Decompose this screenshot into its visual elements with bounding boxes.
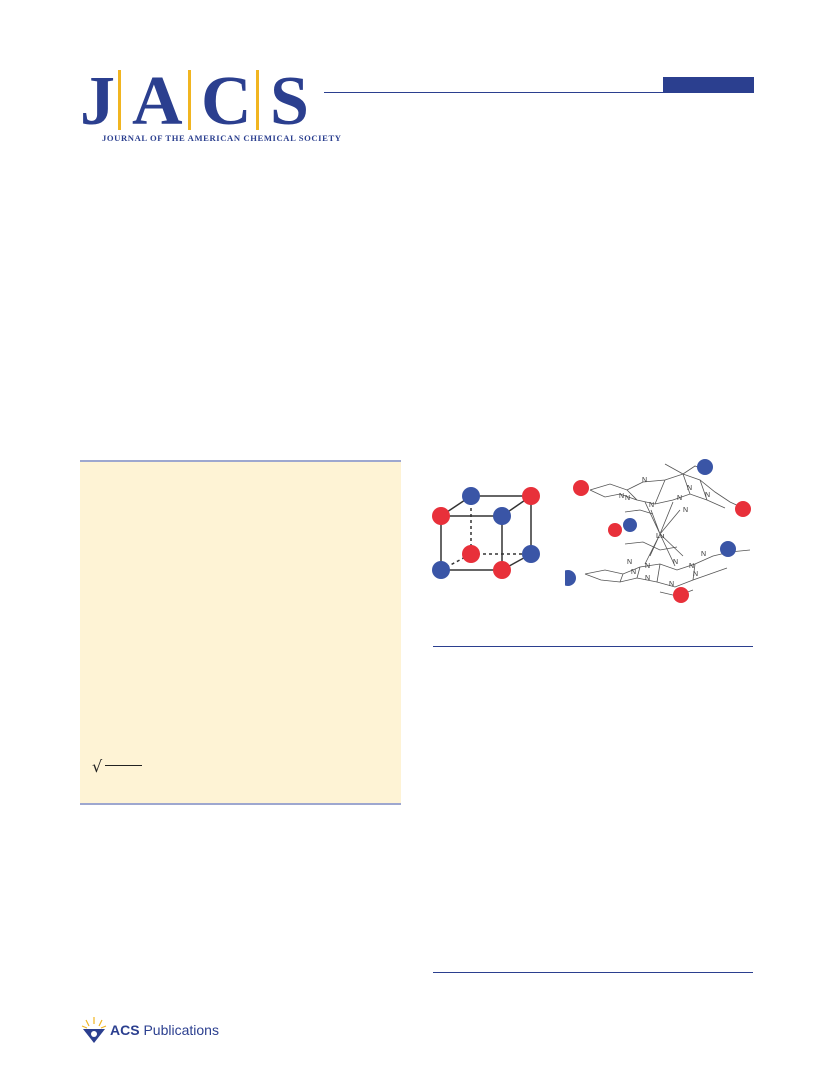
logo-separator (188, 70, 191, 130)
lattice-sphere-red (462, 545, 480, 563)
logo-subtitle: JOURNAL OF THE AMERICAN CHEMICAL SOCIETY (102, 133, 342, 143)
sqrt-vinculum (105, 765, 142, 766)
lattice-sphere-blue (462, 487, 480, 505)
substituent-sphere-red (673, 587, 689, 603)
toc-figure: N N N N N N N N Lu N N N N N N N N N (425, 452, 760, 612)
ring-atom-label: N (687, 485, 692, 492)
lattice-sphere-blue (493, 507, 511, 525)
ring-atom-label: N (619, 493, 624, 500)
lower-ring-bond (619, 563, 696, 583)
logo-separator (118, 70, 121, 130)
jacs-logo: J A C S JOURNAL OF THE AMERICAN CHEMICAL… (80, 63, 341, 146)
abstract-panel: √ (80, 460, 401, 805)
ring-atom-label: N (669, 581, 674, 588)
ring-atom-label: N (673, 559, 678, 566)
lattice-sphere-blue (432, 561, 450, 579)
sqrt-symbol: √ (92, 757, 103, 776)
metal-center-label: Lu (656, 531, 664, 540)
logo-letter-j: J (80, 63, 115, 140)
acs-publications-wordmark: ACS Publications (110, 1022, 219, 1038)
substituent-sphere-blue (720, 541, 736, 557)
logo-separator (256, 70, 259, 130)
upper-ring-bond (589, 473, 744, 509)
ring-atom-label: N (645, 563, 650, 570)
header-tab (663, 77, 754, 93)
ring-atom-label: N (625, 495, 630, 502)
metal-bond (644, 533, 684, 567)
logo-letter-s: S (270, 63, 309, 140)
logo-letter-a: A (132, 63, 183, 140)
section-rule (433, 972, 753, 973)
upper-ring-bond (624, 509, 654, 515)
metal-bond (644, 501, 681, 535)
acs-emblem-icon (81, 1017, 107, 1043)
substituent-sphere-blue (697, 459, 713, 475)
substituent-sphere-blue (623, 518, 637, 532)
substituent-sphere-red (735, 501, 751, 517)
lattice-sphere-red (493, 561, 511, 579)
header-rule (324, 92, 754, 93)
lattice-sphere-red (432, 507, 450, 525)
ring-atom-label: N (701, 551, 706, 558)
substituent-sphere-red (573, 480, 589, 496)
ring-atom-label: N (689, 563, 694, 570)
ring-atom-label: N (677, 495, 682, 502)
ring-atom-label: N (627, 559, 632, 566)
lattice-sphere-red (522, 487, 540, 505)
substituent-sphere-red (608, 523, 622, 537)
ring-atom-label: N (631, 569, 636, 576)
lower-ring-bond (624, 541, 678, 551)
acs-publications-logo: ACS Publications (80, 1015, 220, 1047)
cube-lattice-graphic (432, 487, 540, 579)
upper-ring-bond (626, 473, 708, 505)
lattice-sphere-blue (522, 545, 540, 563)
ring-atom-label: N (705, 492, 710, 499)
ring-atom-label: N (683, 507, 688, 514)
ring-atom-label: N (642, 477, 647, 484)
lower-ring-bond (584, 549, 751, 575)
section-rule (433, 646, 753, 647)
substituent-sphere-blue (565, 570, 576, 586)
ring-atom-label: N (645, 575, 650, 582)
lutetium-complex-graphic: N N N N N N N N Lu N N N N N N N N N (565, 459, 751, 603)
ring-atom-label: N (693, 571, 698, 578)
lower-ring-bond (584, 567, 728, 588)
logo-letter-c: C (201, 63, 252, 140)
ring-atom-label: N (649, 502, 654, 509)
